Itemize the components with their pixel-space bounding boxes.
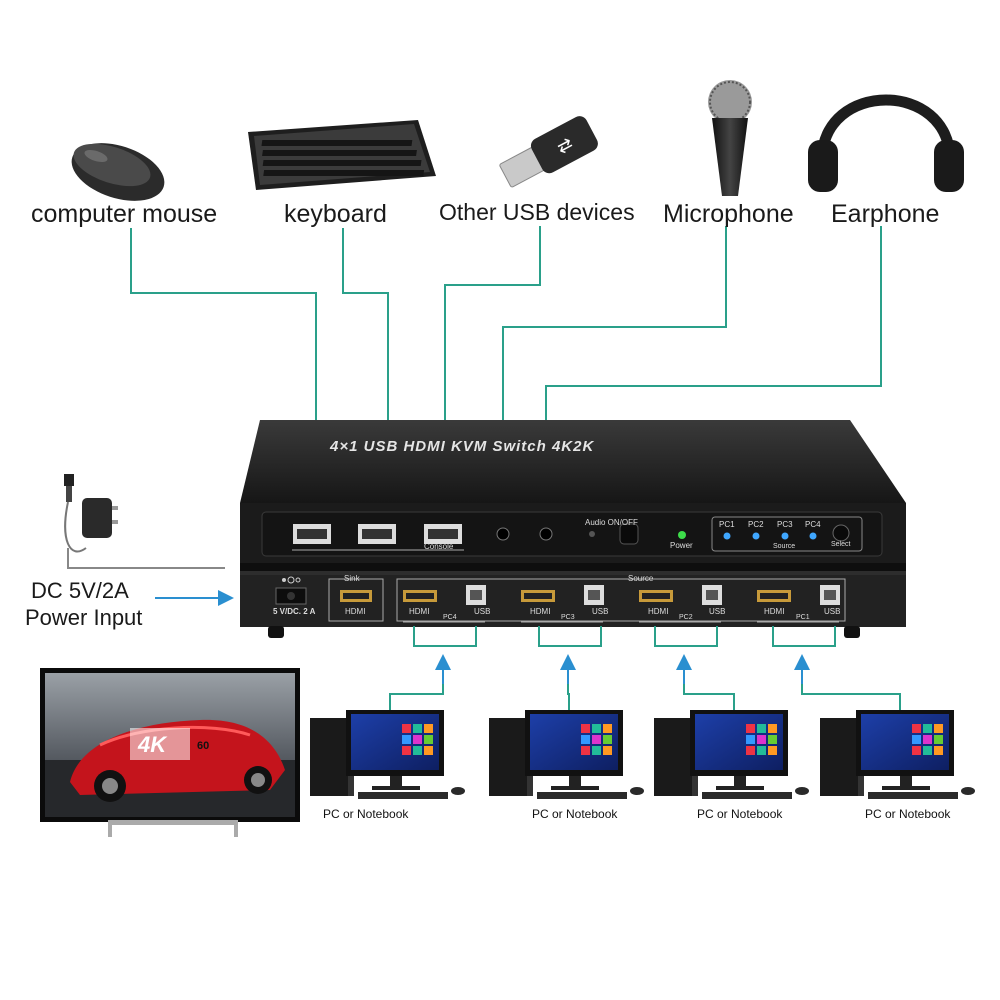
tv-4k-badge: 4K (138, 732, 167, 757)
rear-hdmi-port-pc1[interactable] (757, 590, 791, 602)
keyboard-label: keyboard (284, 200, 387, 228)
rear-pc1-label: PC1 (796, 614, 810, 621)
console-label: Console (424, 542, 454, 551)
power-adapter-icon (64, 474, 225, 569)
earphone-jack[interactable] (539, 527, 553, 541)
pc-caption-3: PC or Notebook (697, 807, 783, 821)
headphones-icon (808, 94, 964, 192)
source-led-label: Source (773, 543, 796, 550)
usb-label-pc4: USB (474, 607, 491, 616)
tv-monitor (40, 668, 300, 837)
rear-usb-port-pc3[interactable] (584, 585, 604, 605)
hdmi-label-pc1: HDMI (764, 607, 785, 616)
pc-caption-2: PC or Notebook (532, 807, 618, 821)
tv-60-badge: 60 (197, 740, 210, 752)
pc-caption-4: PC or Notebook (865, 807, 951, 821)
sink-label: Sink (344, 574, 360, 583)
power-spec-label: DC 5V/2A (31, 578, 129, 603)
dc-jack[interactable] (275, 576, 307, 605)
select-label: Select (831, 541, 851, 548)
usb-label-pc3: USB (592, 607, 609, 616)
front-usb-port-mouse[interactable] (293, 524, 331, 544)
computer-1 (310, 626, 477, 799)
hdmi-label-pc3: HDMI (530, 607, 551, 616)
usb-label-pc2: USB (709, 607, 726, 616)
rear-usb-port-pc2[interactable] (702, 585, 722, 605)
rear-pc3-label: PC3 (561, 614, 575, 621)
kvm-switch (240, 420, 906, 638)
usb-drive-icon: ⇄ (499, 116, 598, 188)
usb-label-pc1: USB (824, 607, 841, 616)
led-label-pc4: PC4 (805, 520, 821, 529)
front-usb-port-other[interactable] (424, 524, 462, 544)
computer-4 (772, 626, 975, 799)
sink-hdmi-label: HDMI (345, 607, 366, 616)
sink-hdmi-port[interactable] (340, 590, 372, 602)
audio-led (589, 531, 595, 537)
power-input-label: Power Input (25, 605, 143, 630)
earphone-label: Earphone (831, 200, 940, 228)
keyboard-icon (248, 120, 436, 190)
power-led (678, 531, 686, 539)
microphone-label: Microphone (663, 200, 794, 228)
select-button[interactable] (832, 524, 850, 542)
hdmi-label-pc4: HDMI (409, 607, 430, 616)
power-label: Power (670, 541, 693, 550)
audio-toggle-button[interactable] (619, 523, 639, 545)
hdmi-label-pc2: HDMI (648, 607, 669, 616)
rear-pc2-label: PC2 (679, 614, 693, 621)
computer-3 (654, 626, 809, 799)
microphone-icon (708, 80, 752, 196)
front-usb-port-keyboard[interactable] (358, 524, 396, 544)
pc-leds (723, 532, 817, 540)
dc-rating-label: 5 V/DC. 2 A (273, 607, 316, 616)
pc-caption-1: PC or Notebook (323, 807, 409, 821)
led-label-pc2: PC2 (748, 520, 764, 529)
usb-devices-label: Other USB devices (439, 199, 635, 225)
rear-usb-port-pc4[interactable] (466, 585, 486, 605)
rear-source-label: Source (628, 574, 654, 583)
led-label-pc1: PC1 (719, 520, 735, 529)
device-title: 4×1 USB HDMI KVM Switch 4K2K (330, 438, 595, 455)
rear-hdmi-port-pc4[interactable] (403, 590, 437, 602)
mouse-label: computer mouse (31, 200, 218, 228)
rear-hdmi-port-pc2[interactable] (639, 590, 673, 602)
rear-hdmi-port-pc3[interactable] (521, 590, 555, 602)
mouse-icon (71, 143, 165, 201)
mic-jack[interactable] (496, 527, 510, 541)
rear-pc4-label: PC4 (443, 614, 457, 621)
led-label-pc3: PC3 (777, 520, 793, 529)
rear-usb-port-pc1[interactable] (820, 585, 840, 605)
computer-2 (489, 626, 644, 799)
audio-label: Audio ON/OFF (585, 518, 638, 527)
